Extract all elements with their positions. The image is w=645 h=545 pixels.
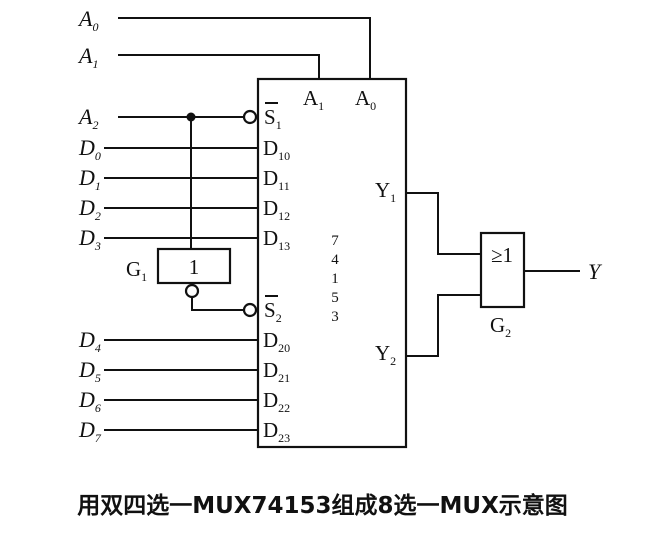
chip-name-digit: 1 (331, 271, 339, 287)
gate-g2 (479, 231, 526, 309)
pin-d22: D22 (263, 388, 290, 415)
pin-d20: D20 (263, 328, 290, 355)
chip-name-digit: 7 (331, 233, 339, 249)
pin-d13: D13 (263, 226, 290, 253)
g1-label: G1 (126, 257, 147, 284)
label-d2: D2 (78, 195, 101, 223)
label-d3: D3 (78, 225, 101, 253)
g2-label: G2 (490, 313, 511, 340)
pin-y2: Y2 (375, 341, 396, 368)
pin-d10: D10 (263, 136, 290, 163)
label-d1: D1 (78, 165, 101, 193)
pin-d21: D21 (263, 358, 290, 385)
s2-inversion-bubble (242, 302, 258, 318)
g2-symbol: ≥1 (491, 243, 513, 267)
chip-name-digit: 5 (331, 290, 339, 306)
label-a2: A2 (77, 104, 98, 132)
pin-d11: D11 (263, 166, 290, 193)
wire-a0 (118, 17, 371, 79)
label-d7: D7 (78, 417, 102, 445)
label-d6: D6 (78, 387, 101, 415)
pin-a1: A1 (303, 86, 324, 113)
wire-y1 (406, 192, 481, 255)
pin-a0: A0 (355, 86, 376, 113)
pin-s1: S1 (264, 105, 282, 132)
pin-y1: Y1 (375, 178, 396, 205)
wire-g1-to-s2 (191, 297, 243, 311)
label-d5: D5 (78, 357, 101, 385)
g1-symbol: 1 (189, 255, 200, 279)
s1-inversion-bubble (242, 109, 258, 125)
output-label: Y (588, 259, 603, 284)
gate-g1 (156, 247, 232, 285)
wire-y2 (406, 294, 481, 357)
pin-d23: D23 (263, 418, 290, 445)
mux-schematic: A0 A1 A2 D0 D1 D2 D3 D4 D5 D6 D7 A1 A0 S… (77, 6, 603, 449)
figure-caption: 用双四选一MUX74153组成8选一MUX示意图 (77, 493, 568, 519)
label-d0: D0 (78, 135, 101, 163)
chip-name-digit: 3 (331, 309, 339, 325)
label-a1: A1 (77, 43, 98, 71)
g1-output-bubble (184, 283, 200, 299)
label-a0: A0 (77, 6, 98, 34)
chip-74153 (256, 77, 408, 449)
chip-name-digit: 4 (331, 252, 339, 268)
pin-d12: D12 (263, 196, 290, 223)
pin-s2: S2 (264, 298, 282, 325)
wire-a1 (118, 54, 320, 79)
label-d4: D4 (78, 327, 101, 355)
